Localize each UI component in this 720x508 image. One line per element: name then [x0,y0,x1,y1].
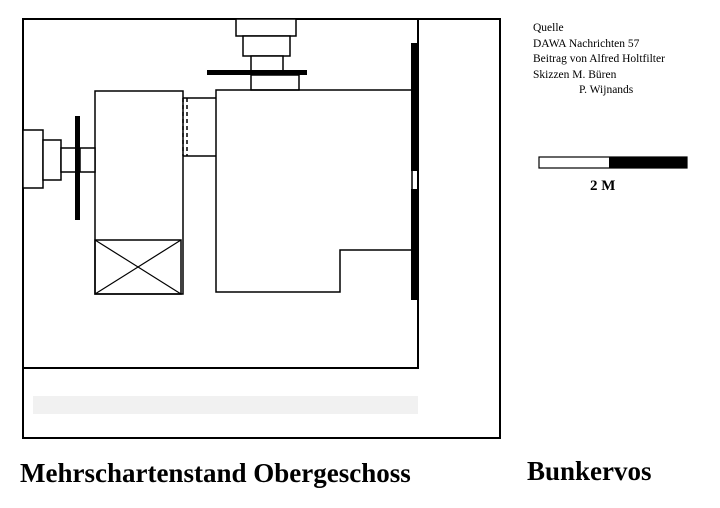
credits-article: Beitrag von Alfred Holtfilter [533,53,665,65]
source-credits: Quelle DAWA Nachrichten 57 Beitrag von A… [533,21,665,99]
brand-name: Bunkervos [527,456,652,486]
credits-source-label: Quelle [533,22,564,34]
crossed-box [94,239,182,295]
credits-author: P. Wijnands [579,84,634,96]
wall-shading [33,396,418,414]
right-plate-upper [411,43,418,171]
left-embrasure [22,116,96,220]
credits-publication: DAWA Nachrichten 57 [533,37,640,50]
main-room [215,89,413,293]
page-title: Mehrschartenstand Obergeschoss [20,458,411,488]
right-plate-lower [411,189,418,300]
top-embrasure [207,18,307,91]
scale-bar-label: 2 M [590,178,616,194]
scale-bar [538,156,688,169]
left-room [94,90,184,295]
credits-sketches: Skizzen M. Büren [533,68,617,81]
passage [182,97,216,157]
